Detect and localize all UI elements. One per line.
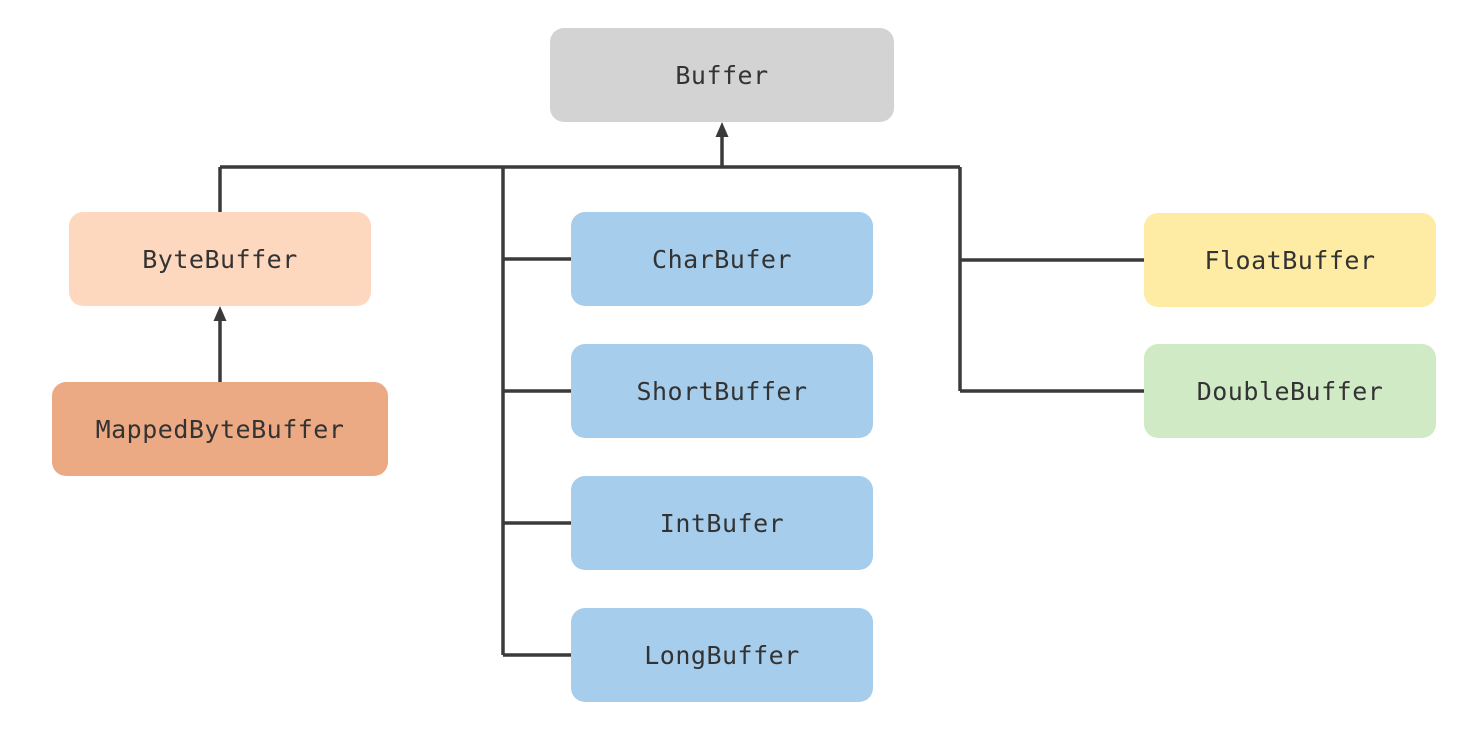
buffer-node: Buffer (550, 28, 894, 122)
floatbuffer-node: FloatBuffer (1144, 213, 1436, 307)
bytebuffer-node: ByteBuffer (69, 212, 371, 306)
doublebuffer-node: DoubleBuffer (1144, 344, 1436, 438)
intbuffer-node: IntBufer (571, 476, 873, 570)
arrowhead-bytebuffer (213, 306, 227, 321)
longbuffer-node: LongBuffer (571, 608, 873, 702)
arrowhead-buffer (715, 122, 729, 137)
shortbuffer-node: ShortBuffer (571, 344, 873, 438)
charbuffer-node: CharBufer (571, 212, 873, 306)
mappedbytebuffer-node: MappedByteBuffer (52, 382, 388, 476)
